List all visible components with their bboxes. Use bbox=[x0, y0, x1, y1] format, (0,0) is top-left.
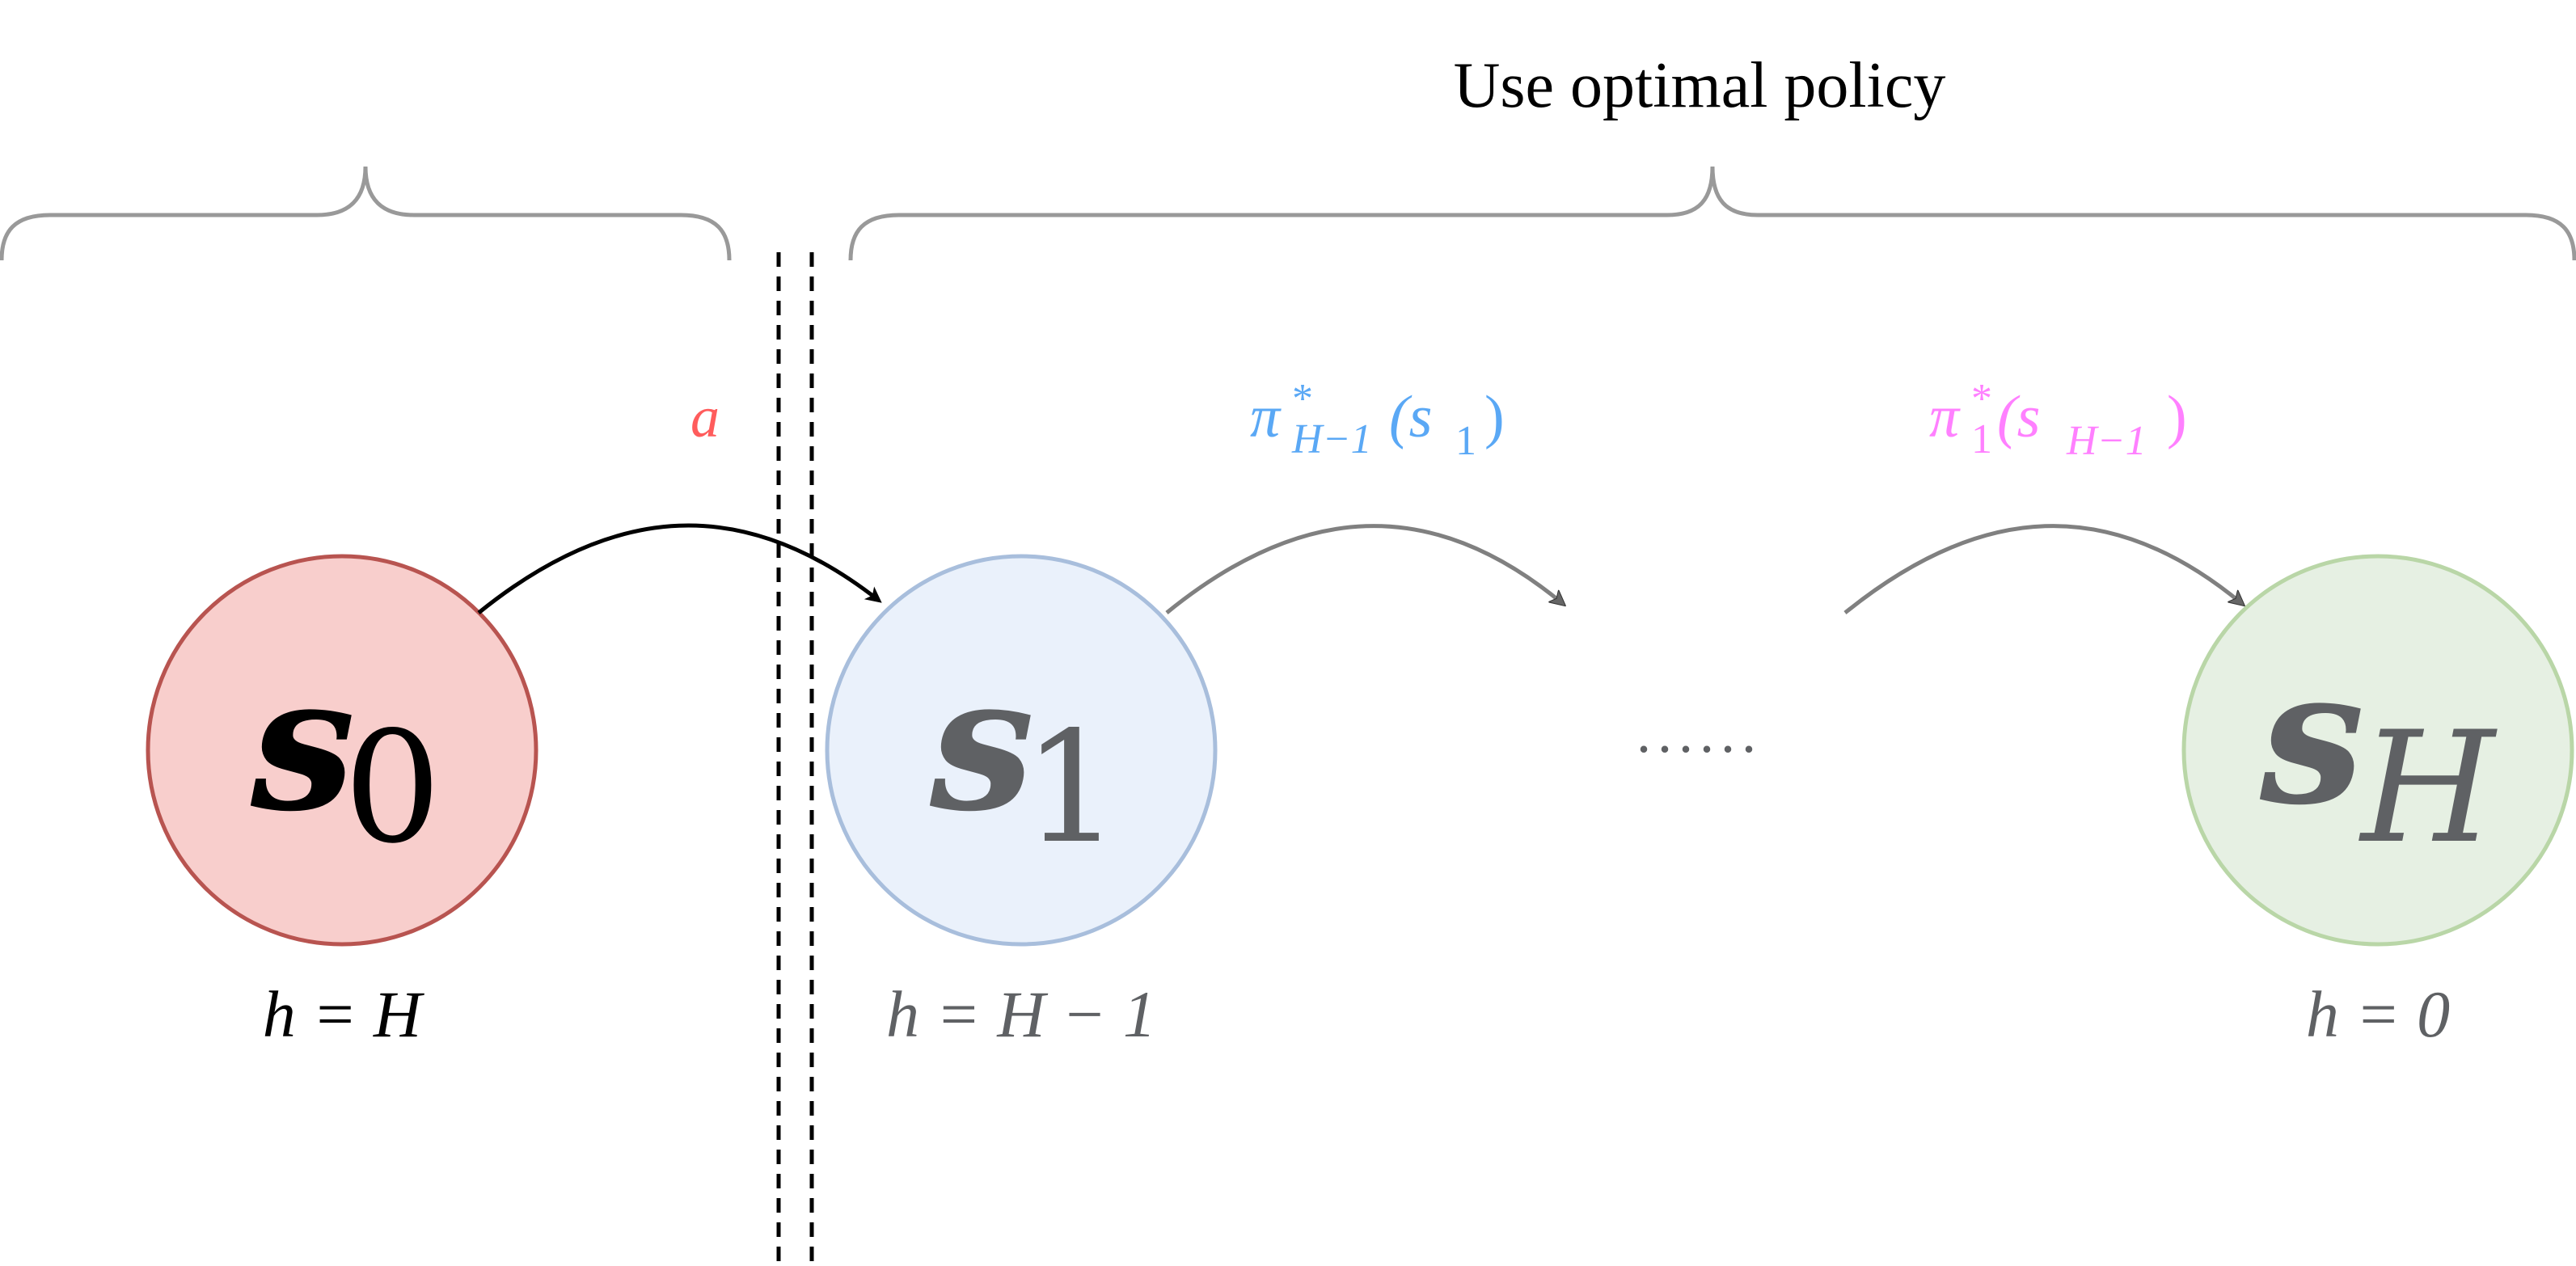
state-node-s0: s 0 h = H bbox=[146, 554, 538, 1051]
state-symbol-s1: s bbox=[929, 635, 1035, 853]
policy-last-arg-sub: H−1 bbox=[2066, 418, 2147, 464]
state-label-sH: s H bbox=[2259, 628, 2498, 877]
policy-last-pi: π bbox=[1929, 384, 1961, 450]
state-subscript-s1: 1 bbox=[1023, 698, 1121, 877]
ellipsis: ...... bbox=[1636, 700, 1763, 765]
policy-first-arg: (s bbox=[1389, 384, 1432, 450]
transition-arrow-prev-sH bbox=[1843, 524, 2241, 614]
right-brace bbox=[848, 166, 2576, 261]
state-symbol-s0: s bbox=[250, 635, 356, 853]
action-label-a: a bbox=[690, 385, 720, 449]
horizon-label-s0: h = H bbox=[263, 977, 424, 1051]
state-subscript-s0: 0 bbox=[344, 698, 441, 877]
state-label-s1: s 1 bbox=[929, 635, 1121, 877]
policy-first-sub: H−1 bbox=[1291, 416, 1372, 462]
state-circle-sH bbox=[2181, 554, 2574, 947]
transition-arrow-s1-next bbox=[1165, 524, 1562, 614]
policy-first-close: ) bbox=[1484, 384, 1505, 450]
horizon-label-sH: h = 0 bbox=[2306, 977, 2450, 1051]
policy-last-close: ) bbox=[2167, 384, 2187, 450]
state-subscript-sH: H bbox=[2359, 698, 2498, 877]
policy-last-sub: 1 bbox=[1971, 416, 1992, 462]
policy-last-arg: (s bbox=[1997, 384, 2040, 450]
state-circle-s1 bbox=[825, 554, 1218, 947]
state-node-s1: s 1 h = H − 1 bbox=[825, 554, 1218, 1051]
state-circle-s0 bbox=[146, 554, 538, 947]
transition-arrow-s0-s1 bbox=[477, 523, 882, 614]
left-brace bbox=[0, 166, 732, 261]
policy-first-arg-sub: 1 bbox=[1455, 418, 1476, 464]
policy-first-pi: π bbox=[1250, 384, 1282, 450]
state-node-sH: s H h = 0 bbox=[2181, 554, 2574, 1051]
policy-last-star: * bbox=[1971, 376, 1992, 422]
state-label-s0: s 0 bbox=[250, 635, 441, 877]
policy-first-star: * bbox=[1292, 376, 1313, 422]
state-symbol-sH: s bbox=[2259, 628, 2365, 846]
policy-label-first: π * H−1 (s 1 ) bbox=[1250, 376, 1505, 464]
policy-caption: Use optimal policy bbox=[1454, 50, 1946, 121]
policy-label-last: π * 1 (s H−1 ) bbox=[1929, 376, 2187, 464]
horizon-label-s1: h = H − 1 bbox=[886, 977, 1156, 1051]
